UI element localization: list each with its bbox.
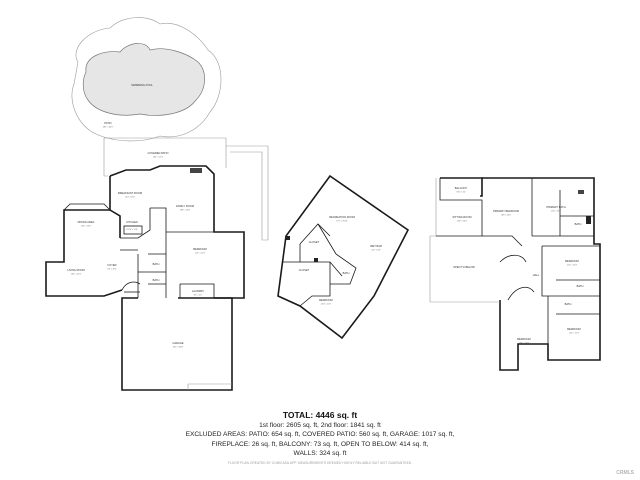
label-breakfast-room: BREAKFAST ROOM <box>118 191 142 195</box>
svg-text:13'4" x 10'0": 13'4" x 10'0" <box>81 226 92 228</box>
svg-text:11'4" x 11'4": 11'4" x 11'4" <box>569 333 579 335</box>
label-kitchen: KITCHEN <box>126 220 138 224</box>
label-laundry: LAUNDRY <box>192 289 205 293</box>
svg-text:13'4" x 15'8": 13'4" x 15'8" <box>519 343 530 345</box>
svg-text:12'4" x 11'0": 12'4" x 11'0" <box>125 197 136 199</box>
label-recreation-room: RECREATION ROOM <box>329 215 355 219</box>
svg-text:12'0" x 14'0": 12'0" x 14'0" <box>551 211 562 213</box>
first-floor-plan: COVERED PATIO 26'4" x 12'4" BREAKFAST RO… <box>45 137 269 391</box>
label-family-room: FAMILY ROOM <box>176 204 194 208</box>
second-floor-plan: BALCONY 9'10" x 3'4" SITTING ROOM 15'8" … <box>429 177 601 371</box>
label-open-to-below: OPEN TO BELOW <box>453 265 475 269</box>
label-primary-bath: PRIMARY BATH <box>546 205 565 209</box>
svg-text:26'4" x 12'4": 26'4" x 12'4" <box>153 157 164 159</box>
total-area: TOTAL: 4446 sq. ft <box>282 410 358 420</box>
label-closet-a: CLOSET <box>309 240 320 244</box>
label-living-room: LIVING ROOM <box>67 268 84 272</box>
label-bath-1f-a: BATH <box>153 262 160 266</box>
label-covered-patio: COVERED PATIO <box>148 151 169 155</box>
svg-text:18'8" x 16'4": 18'8" x 16'4" <box>180 210 191 212</box>
label-primary-bedroom: PRIMARY BEDROOM <box>493 209 519 213</box>
svg-text:11'4" x 10'4": 11'4" x 10'4" <box>567 265 578 267</box>
label-foyer: FOYER <box>108 263 117 267</box>
label-hall: HALL <box>533 273 540 277</box>
svg-text:38'1" x 30'0": 38'1" x 30'0" <box>103 127 114 129</box>
area-summary: TOTAL: 4446 sq. ft 1st floor: 2605 sq. f… <box>120 410 520 465</box>
svg-text:32'4" x 30'8": 32'4" x 30'8" <box>173 347 184 349</box>
label-bath-2f-a: BATH <box>577 284 584 288</box>
label-dining-area: DINING AREA <box>78 220 95 224</box>
floor-areas: 1st floor: 2605 sq. ft, 2nd floor: 1841 … <box>259 422 381 429</box>
label-bedroom-2f-a: BEDROOM <box>565 259 578 263</box>
svg-text:16'4" x 13'4": 16'4" x 13'4" <box>71 274 82 276</box>
label-swimming-pool: SWIMMING POOL <box>131 83 153 87</box>
svg-text:8'2" x 5'0": 8'2" x 5'0" <box>194 295 203 297</box>
label-bedroom-2f-b: BEDROOM <box>567 327 580 331</box>
label-bedroom-lower: BEDROOM <box>319 298 332 302</box>
label-balcony: BALCONY <box>455 186 468 190</box>
label-bath-1f-b: BATH <box>153 278 160 282</box>
lower-level-plan: RECREATION ROOM 17'0" x 19'10" WET BAR 1… <box>277 174 410 340</box>
watermark-logo: CRMLS <box>616 470 634 476</box>
svg-text:16'8" x 20'0": 16'8" x 20'0" <box>501 215 512 217</box>
excluded-areas-1: EXCLUDED AREAS: PATIO: 654 sq. ft, COVER… <box>185 431 455 439</box>
svg-text:13'4" x 11'4": 13'4" x 11'4" <box>321 304 332 306</box>
svg-text:9'4" x 16'0": 9'4" x 16'0" <box>107 269 117 271</box>
label-bedroom-2f-c: BEDROOM <box>517 337 530 341</box>
label-sitting-room: SITTING ROOM <box>452 215 471 219</box>
walls-area: WALLS: 324 sq. ft <box>293 450 347 458</box>
svg-text:17'0" x 19'10": 17'0" x 19'10" <box>336 221 348 223</box>
pool-area: SWIMMING POOL PATIO 38'1" x 30'0" <box>71 17 222 142</box>
svg-text:15'8" x 10'0": 15'8" x 10'0" <box>457 221 468 223</box>
label-bath-primary-small: BATH <box>575 222 582 226</box>
label-patio: PATIO <box>104 121 111 125</box>
label-wet-bar: WET BAR <box>370 244 382 248</box>
excluded-areas-2: FIREPLACE: 26 sq. ft, BALCONY: 73 sq. ft… <box>211 440 429 448</box>
svg-text:11'4" x 11'4": 11'4" x 11'4" <box>195 253 205 255</box>
label-closet-b: CLOSET <box>299 268 310 272</box>
svg-text:9'10" x 3'4": 9'10" x 3'4" <box>456 192 466 194</box>
svg-text:12'0" x 8'4": 12'0" x 8'4" <box>371 250 381 252</box>
label-bath-lower: BATH <box>343 271 350 275</box>
label-bedroom-1f: BEDROOM <box>193 247 206 251</box>
label-bath-2f-b: BATH <box>565 302 572 306</box>
disclaimer: FLOOR PLAN CREATED BY CUBICASA APP. MEAS… <box>227 460 413 465</box>
svg-text:13'10" x 11'8": 13'10" x 11'8" <box>126 229 138 231</box>
label-garage: GARAGE <box>172 341 183 345</box>
